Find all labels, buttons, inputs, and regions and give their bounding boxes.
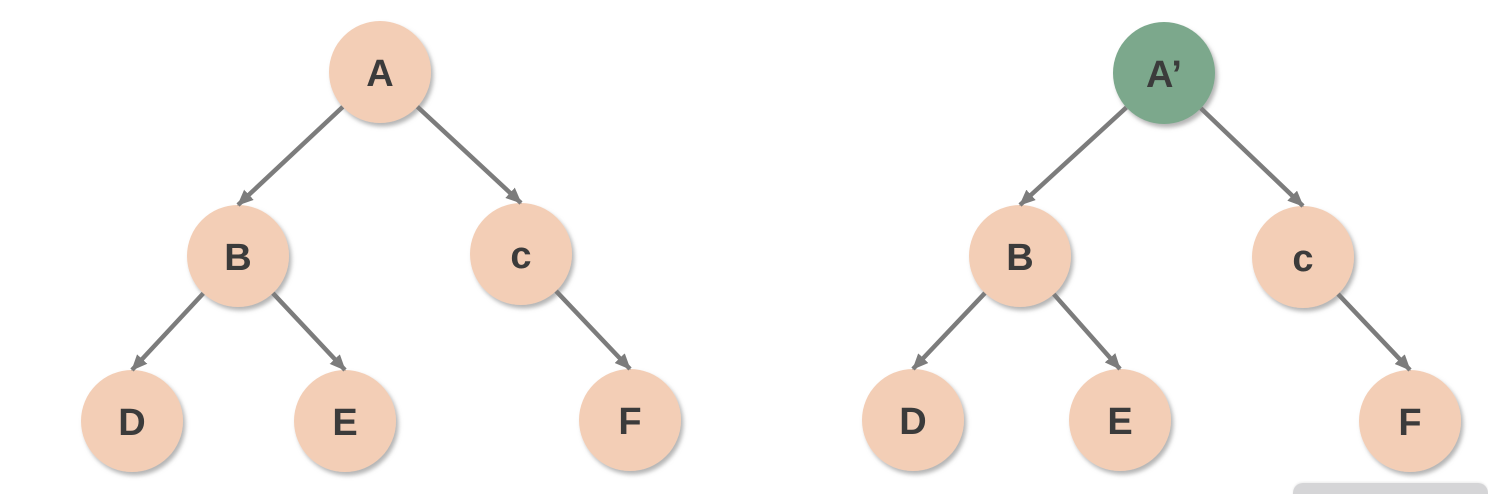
tree-node-label-before-c: c — [510, 235, 531, 277]
tree-node-label-after-D: D — [899, 401, 926, 443]
tree-node-after-F — [1359, 370, 1461, 472]
tree-node-label-after-B: B — [1006, 237, 1033, 279]
tree-edge-before-c-F — [554, 289, 632, 371]
tree-node-label-after-F: F — [1398, 402, 1421, 444]
tree-node-before-c — [470, 203, 572, 305]
tree-node-after-D — [862, 369, 964, 471]
tree-edge-after-A-B — [1018, 105, 1128, 207]
tree-node-after-B — [969, 205, 1071, 307]
tree-node-label-before-A: A — [366, 53, 393, 95]
tree-edge-after-c-F — [1336, 292, 1412, 372]
tree-node-label-after-A: A’ — [1146, 54, 1182, 96]
tree-node-before-A — [329, 21, 431, 123]
tree-edge-before-B-E — [271, 291, 347, 372]
tree-node-before-F — [579, 369, 681, 471]
tree-node-before-E — [294, 370, 396, 472]
tree-node-after-E — [1069, 369, 1171, 471]
tree-node-before-D — [81, 370, 183, 472]
tree-node-after-c — [1252, 206, 1354, 308]
tree-node-before-B — [187, 205, 289, 307]
tree-node-label-before-F: F — [618, 401, 641, 443]
tree-edge-after-B-D — [911, 291, 987, 371]
tree-node-label-before-E: E — [332, 402, 357, 444]
tree-node-after-A — [1113, 22, 1215, 124]
tree-edge-before-A-B — [236, 105, 345, 207]
tree-node-label-after-E: E — [1107, 401, 1132, 443]
bottom-right-rounded-shape — [1293, 483, 1488, 494]
tree-edge-after-A-c — [1199, 106, 1305, 208]
tree-edge-before-B-D — [130, 291, 205, 372]
tree-node-label-before-D: D — [118, 402, 145, 444]
tree-node-label-before-B: B — [224, 237, 251, 279]
tree-node-label-after-c: c — [1292, 238, 1313, 280]
tree-edge-before-A-c — [415, 105, 523, 205]
tree-edge-after-B-E — [1052, 292, 1122, 371]
